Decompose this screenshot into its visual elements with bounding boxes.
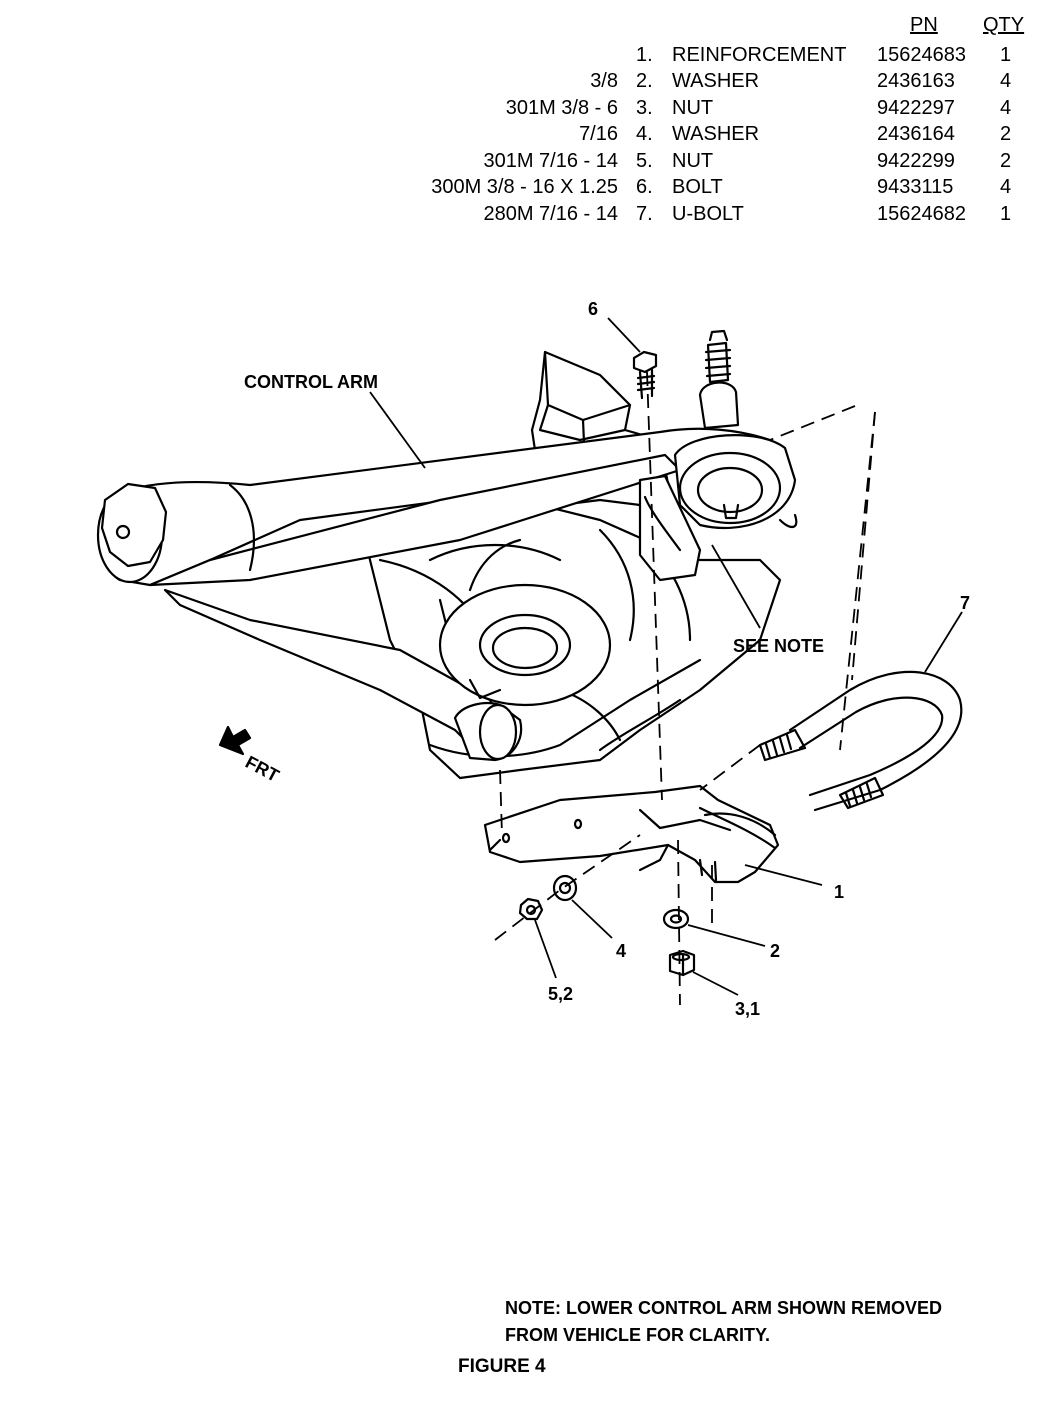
row-description: BOLT — [672, 176, 723, 198]
callout-7: 7 — [960, 593, 970, 613]
u-bolt-7 — [758, 670, 963, 812]
dash-line-ubolt-right — [839, 411, 876, 751]
row-description: WASHER — [672, 123, 760, 145]
hub-opening — [438, 583, 612, 707]
row-description: WASHER — [672, 70, 760, 92]
mount-plate — [638, 474, 702, 582]
front-arrow-icon — [218, 725, 252, 756]
row-quantity: 1 — [1000, 203, 1012, 225]
washer-4 — [552, 874, 578, 902]
control-arm-label: CONTROL ARM — [244, 372, 378, 392]
row-spec: 7/16 — [579, 123, 618, 145]
row-description: NUT — [672, 97, 714, 119]
dash-line-plate-left — [499, 769, 503, 836]
rear-bushing — [453, 701, 523, 762]
dash-line-ubolt-left — [851, 411, 876, 681]
row-spec: 301M 3/8 - 6 — [505, 97, 618, 119]
note-line-2: FROM VEHICLE FOR CLARITY. — [505, 1325, 770, 1345]
see-note-label: SEE NOTE — [733, 636, 824, 656]
row-spec: 280M 7/16 - 14 — [483, 203, 618, 225]
row-part-number: 9422299 — [877, 150, 955, 172]
dash-line-hardware-left — [494, 834, 641, 941]
row-number: 2. — [636, 70, 653, 92]
row-part-number: 2436164 — [877, 123, 955, 145]
callout-1: 1 — [834, 882, 844, 902]
leader-1 — [744, 864, 823, 886]
clarity-note: NOTE: LOWER CONTROL ARM SHOWN REMOVED FR… — [505, 1295, 942, 1349]
callout-5-2: 5,2 — [548, 984, 573, 1004]
row-spec: 300M 3/8 - 16 X 1.25 — [431, 176, 618, 198]
leader-4 — [571, 899, 613, 939]
table-row: 3/8 2. WASHER 2436163 4 — [380, 70, 1040, 96]
row-quantity: 4 — [1000, 176, 1012, 198]
row-part-number: 2436163 — [877, 70, 955, 92]
table-row: 280M 7/16 - 14 7. U-BOLT 15624682 1 — [380, 203, 1040, 229]
dash-line-hardware-vertical — [677, 839, 681, 1006]
reinforcement-1 — [483, 784, 780, 884]
callout-3-1: 3,1 — [735, 999, 760, 1019]
row-number: 5. — [636, 150, 653, 172]
row-number: 4. — [636, 123, 653, 145]
table-row: 1. REINFORCEMENT 15624683 1 — [380, 44, 1040, 70]
row-quantity: 2 — [1000, 123, 1012, 145]
row-description: U-BOLT — [672, 203, 744, 225]
figure-title: FIGURE 4 — [458, 1356, 546, 1377]
header-qty: QTY — [983, 14, 1025, 36]
dash-line-bolt — [646, 371, 663, 801]
washer-2 — [662, 908, 690, 930]
row-number: 6. — [636, 176, 653, 198]
row-quantity: 2 — [1000, 150, 1012, 172]
front-label: FRT — [242, 752, 282, 786]
table-row: 300M 3/8 - 16 X 1.25 6. BOLT 9433115 4 — [380, 176, 1040, 202]
dash-line-lower-diagonal — [699, 744, 761, 791]
table-row: 7/16 4. WASHER 2436164 2 — [380, 123, 1040, 149]
row-part-number: 15624683 — [877, 44, 966, 66]
nut-3 — [668, 949, 696, 977]
front-bushing — [96, 482, 168, 584]
leader-7 — [924, 611, 963, 673]
header-pn: PN — [910, 14, 938, 36]
callout-6: 6 — [588, 299, 598, 319]
nut-5 — [518, 897, 544, 921]
row-spec: 3/8 — [590, 70, 618, 92]
row-number: 3. — [636, 97, 653, 119]
parts-table: PN QTY 1. REINFORCEMENT 15624683 1 3/8 2… — [380, 14, 1040, 234]
row-number: 1. — [636, 44, 653, 66]
leader-2 — [687, 924, 766, 947]
row-part-number: 9433115 — [877, 176, 954, 198]
leader-5-2 — [534, 919, 557, 979]
row-quantity: 1 — [1000, 44, 1012, 66]
leader-6 — [607, 317, 641, 353]
row-spec: 301M 7/16 - 14 — [483, 150, 618, 172]
leader-see-note — [711, 544, 761, 629]
leader-control-arm — [369, 391, 426, 469]
table-row: 301M 7/16 - 14 5. NUT 9422299 2 — [380, 150, 1040, 176]
row-part-number: 9422297 — [877, 97, 955, 119]
callout-2: 2 — [770, 941, 780, 961]
row-description: REINFORCEMENT — [672, 44, 847, 66]
note-line-1: NOTE: LOWER CONTROL ARM SHOWN REMOVED — [505, 1298, 942, 1318]
dash-line-diagonal — [769, 405, 856, 441]
table-row: 301M 3/8 - 6 3. NUT 9422297 4 — [380, 97, 1040, 123]
row-quantity: 4 — [1000, 70, 1012, 92]
row-part-number: 15624682 — [877, 203, 966, 225]
ball-joint — [673, 329, 798, 530]
callout-4: 4 — [616, 941, 626, 961]
row-quantity: 4 — [1000, 97, 1012, 119]
row-number: 7. — [636, 203, 653, 225]
leader-3-1 — [692, 971, 739, 996]
bolt-6 — [632, 350, 658, 400]
row-description: NUT — [672, 150, 714, 172]
